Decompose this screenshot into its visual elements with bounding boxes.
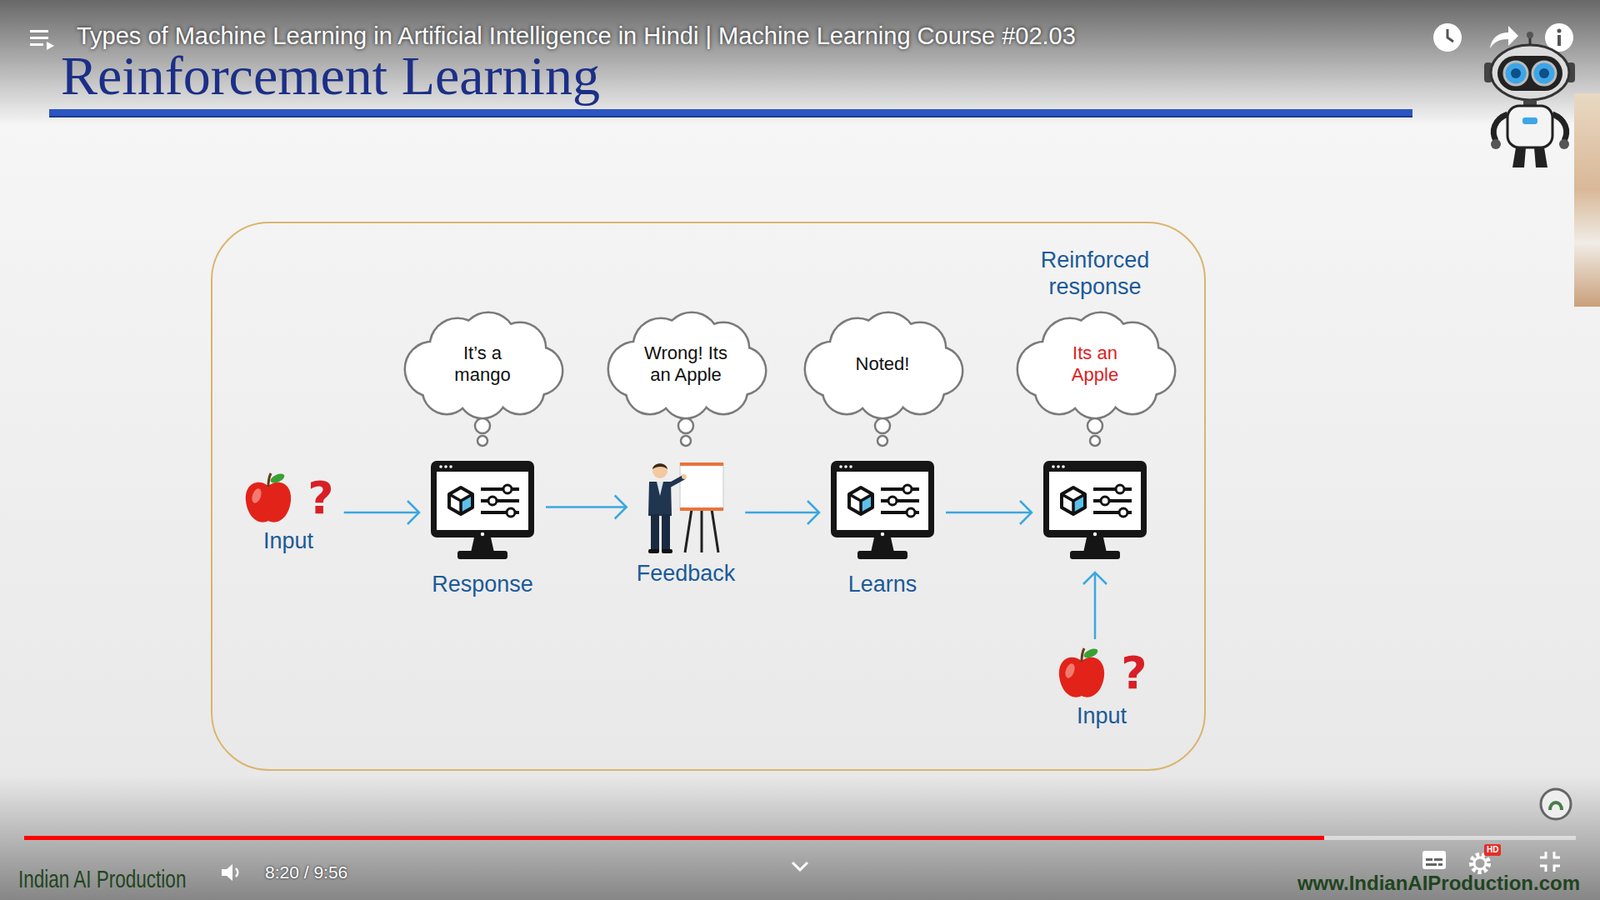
bubble-text: It’s a mango [435,342,530,387]
time-readout: 8:20 / 9:56 [265,862,348,883]
thought-bubble: Wrong! Its an Apple [598,310,774,449]
subtitles-icon [1421,850,1447,870]
arrow-line [344,511,420,515]
hd-badge: HD [1484,844,1501,856]
thought-cloud [795,310,970,449]
fullscreen-exit-icon [1538,850,1562,874]
question-mark: ? [307,470,334,526]
chevron-icon [790,860,810,874]
progress-played [24,835,1325,840]
flow-arrow [1083,572,1107,640]
model-node: ResponseIt’s a mango [429,459,536,598]
bubble-text: Noted! [835,353,930,375]
heading-area: Reinforced response [1003,246,1187,301]
bubble-text: Its an Apple [1048,342,1142,387]
flow-arrow [745,500,820,525]
bubble-text-area: Wrong! Its an Apple [598,310,774,418]
arrow-head [1083,572,1107,585]
flow-arrow [545,495,627,520]
bubble-text-area: Noted! [795,310,970,418]
input-label: Input [263,527,314,555]
bubble-text: Wrong! Its an Apple [639,342,733,387]
clock-icon [1431,21,1464,54]
arrow-line [945,511,1032,515]
stage-label: Response [431,570,534,598]
arrow-head [1020,500,1032,525]
channel-logo [1538,786,1574,822]
computer-icon [1041,459,1149,566]
trainer-icon [640,459,732,555]
input-label: Input [1076,702,1127,730]
input-node: ?Input [1055,645,1147,730]
stage-heading: Reinforced response [1003,246,1187,301]
arrow-line [1094,572,1097,640]
arrow-head [807,500,820,525]
title-rule [49,109,1413,118]
thought-bubble: Its an Apple [1007,310,1183,449]
question-mark: ? [1120,645,1147,701]
input-node: ?Input [242,470,334,555]
bubble-text-area: It’s a mango [395,310,570,418]
arrow-line [745,511,820,515]
computer-icon [829,459,936,566]
flow-arrow [945,500,1032,525]
thought-bubble: It’s a mango [395,310,570,449]
stage-label: Learns [848,570,918,598]
channel-watermark: Indian AI Production [18,865,186,894]
flow-arrow [344,500,420,525]
menu-icon [28,26,57,54]
bubble-text-area: Its an Apple [1007,310,1183,418]
slide-title: Reinforcement Learning [60,48,600,104]
apple-icon [242,470,295,526]
computer-icon [429,459,536,566]
presenter-inset [1574,93,1600,307]
apple-icon [1055,645,1108,701]
website-watermark: www.IndianAIProduction.com [1297,871,1580,895]
feedback-node: FeedbackWrong! Its an Apple [636,459,736,587]
robot-mascot [1482,30,1577,174]
input-row: ? [242,470,334,526]
volume-icon [220,861,244,884]
arrow-head [615,495,627,520]
thought-bubble: Noted! [795,310,970,449]
input-row: ? [1055,645,1147,701]
arrow-head [407,500,420,525]
video-title: Types of Machine Learning in Artificial … [76,22,1076,50]
model-node: Its an AppleReinforced response [1041,459,1149,566]
arrow-line [545,505,627,509]
model-node: LearnsNoted! [829,459,936,598]
stage-label: Feedback [636,560,736,587]
